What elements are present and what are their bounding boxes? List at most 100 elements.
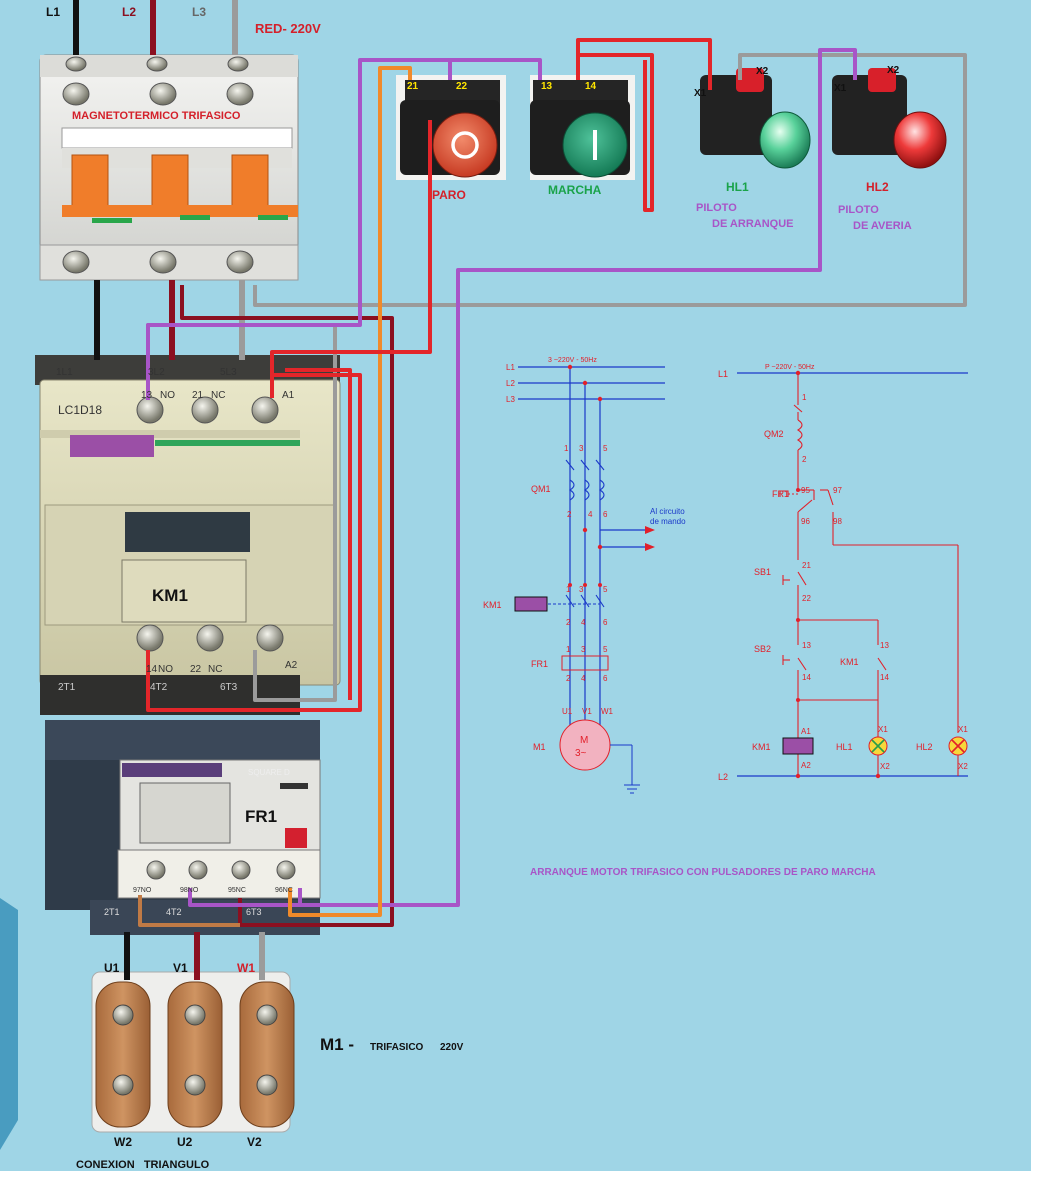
svg-text:220V: 220V [440, 1042, 464, 1053]
header-line-labels: L1 L2 L3 [46, 5, 206, 19]
svg-text:NC: NC [208, 664, 222, 675]
svg-text:L2: L2 [506, 379, 515, 388]
control-schematic: L1 L2 P ~220V - 50Hz QM2 FR1 SB1 SB2 KM1… [718, 364, 968, 782]
diagram-caption: ARRANQUE MOTOR TRIFASICO CON PULSADORES … [530, 867, 876, 878]
svg-text:A2: A2 [801, 761, 811, 770]
svg-text:13: 13 [541, 81, 553, 92]
svg-text:13: 13 [141, 390, 153, 401]
svg-text:L1: L1 [46, 5, 60, 19]
svg-text:5: 5 [603, 585, 608, 594]
svg-text:X1: X1 [958, 725, 968, 734]
svg-text:SB1: SB1 [754, 567, 771, 577]
button-labels: 21 22 13 14 PARO MARCHA [407, 81, 602, 202]
power-schematic: L1 L2 L3 3 ~220V - 50Hz QM1 KM1 FR1 M1 M… [483, 357, 686, 794]
motor-labels: U1 V1 W1 W2 U2 V2 CONEXION TRIANGULO M1 … [76, 961, 464, 1171]
svg-text:M: M [580, 735, 588, 746]
svg-text:NO: NO [158, 664, 173, 675]
contactor-screws-top [136, 396, 279, 424]
motor-screws [112, 1004, 278, 1096]
svg-text:HL1: HL1 [726, 180, 749, 194]
svg-text:W2: W2 [114, 1135, 132, 1149]
svg-text:PARO: PARO [432, 188, 466, 202]
svg-text:5: 5 [603, 645, 608, 654]
svg-text:5: 5 [603, 444, 608, 453]
svg-text:V2: V2 [247, 1135, 262, 1149]
contactor-screws-bottom [136, 624, 284, 652]
svg-text:5L3: 5L3 [220, 367, 237, 378]
svg-text:KM1: KM1 [483, 600, 502, 610]
svg-text:6: 6 [603, 674, 608, 683]
svg-text:KM1: KM1 [752, 742, 771, 752]
svg-text:A1: A1 [801, 727, 811, 736]
svg-text:W1: W1 [601, 707, 614, 716]
contactor-name: KM1 [152, 586, 188, 605]
svg-text:PILOTO: PILOTO [838, 204, 879, 216]
svg-text:22: 22 [456, 81, 468, 92]
svg-text:SB2: SB2 [754, 644, 771, 654]
svg-text:FR1: FR1 [245, 807, 277, 826]
svg-text:M1 -: M1 - [320, 1035, 354, 1054]
svg-text:3: 3 [579, 585, 584, 594]
svg-text:DE ARRANQUE: DE ARRANQUE [712, 218, 794, 230]
svg-text:21: 21 [802, 561, 811, 570]
svg-text:1: 1 [802, 393, 807, 402]
svg-text:4T2: 4T2 [166, 907, 182, 917]
svg-text:1: 1 [566, 585, 571, 594]
pilot-hl1-lamp [700, 68, 811, 169]
svg-text:21: 21 [192, 390, 204, 401]
svg-text:6T3: 6T3 [220, 682, 238, 693]
control-wires [138, 38, 967, 927]
svg-text:X1: X1 [694, 88, 707, 99]
svg-text:22: 22 [802, 594, 811, 603]
stop-button [396, 75, 506, 180]
svg-text:6: 6 [603, 618, 608, 627]
svg-text:de mando: de mando [650, 517, 686, 526]
svg-text:98NO: 98NO [180, 887, 199, 894]
svg-text:3: 3 [581, 645, 586, 654]
svg-text:4: 4 [581, 618, 586, 627]
svg-text:2T1: 2T1 [58, 682, 76, 693]
svg-text:97NO: 97NO [133, 887, 152, 894]
svg-text:U1: U1 [562, 707, 573, 716]
svg-text:V1: V1 [582, 707, 592, 716]
svg-text:2T1: 2T1 [104, 907, 120, 917]
svg-text:A2: A2 [285, 660, 298, 671]
svg-text:14: 14 [880, 673, 889, 682]
svg-text:22: 22 [190, 664, 202, 675]
svg-text:CONEXION TRIANGULO: CONEXION TRIANGULO [76, 1159, 210, 1171]
svg-text:4: 4 [581, 674, 586, 683]
svg-text:NC: NC [211, 390, 225, 401]
svg-text:1: 1 [564, 444, 569, 453]
svg-text:14: 14 [585, 81, 597, 92]
svg-text:MARCHA: MARCHA [548, 183, 602, 197]
svg-text:2: 2 [802, 455, 807, 464]
svg-text:L2: L2 [122, 5, 136, 19]
svg-text:2: 2 [566, 674, 571, 683]
svg-text:2: 2 [567, 510, 572, 519]
svg-text:SQUARE D: SQUARE D [248, 768, 290, 777]
svg-text:98: 98 [833, 517, 842, 526]
svg-text:1L1: 1L1 [56, 367, 73, 378]
breaker-screws-bottom [62, 250, 254, 274]
svg-text:4T2: 4T2 [150, 682, 168, 693]
svg-text:X1: X1 [878, 725, 888, 734]
svg-text:FR1: FR1 [772, 489, 789, 499]
svg-text:L1: L1 [506, 363, 515, 372]
svg-text:L2: L2 [718, 772, 728, 782]
svg-text:3L2: 3L2 [148, 367, 165, 378]
svg-text:A1: A1 [282, 390, 295, 401]
pilot-labels: X1 X2 X1 X2 HL1 PILOTO DE ARRANQUE HL2 P… [694, 65, 912, 232]
overload-relay-fr1 [45, 720, 321, 935]
contactor-labels: 1L1 3L2 5L3 LC1D18 13 NO 21 NC A1 14 NO … [56, 367, 298, 693]
svg-text:QM2: QM2 [764, 429, 784, 439]
svg-text:95NC: 95NC [228, 887, 246, 894]
svg-text:95: 95 [801, 486, 810, 495]
svg-text:2: 2 [566, 618, 571, 627]
svg-text:14: 14 [146, 664, 158, 675]
svg-text:L1: L1 [718, 369, 728, 379]
svg-text:V1: V1 [173, 961, 188, 975]
breaker [39, 54, 299, 281]
svg-text:DE AVERIA: DE AVERIA [853, 220, 912, 232]
svg-text:1: 1 [566, 645, 571, 654]
